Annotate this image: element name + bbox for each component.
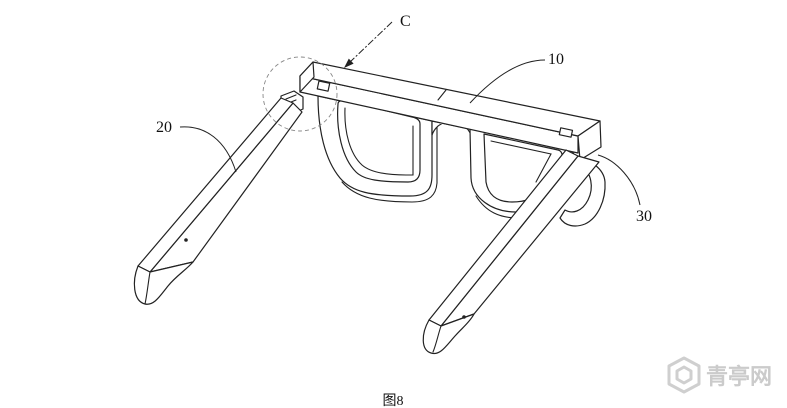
detail-c-arrowhead — [344, 58, 354, 68]
left-lens-hinge-block — [316, 80, 331, 92]
left-temple-tip — [133, 261, 194, 305]
figure-caption: 图8 — [383, 394, 404, 408]
right-lens-opening-depth-line — [490, 140, 552, 183]
right-temple-dot — [462, 315, 466, 319]
left-temple-tip-edge — [144, 271, 151, 305]
watermark-text: 青亭网 — [706, 364, 772, 390]
ref-10-label: 10 — [548, 51, 564, 68]
left-lens-opening-depth-line — [344, 107, 414, 176]
right-hinge-block — [558, 127, 574, 138]
detail-c-circle — [262, 56, 338, 132]
detail-c-label: C — [400, 13, 411, 30]
left-lens-frame-bottom-thickness — [341, 123, 438, 203]
front-bar-left-end-face — [299, 61, 315, 93]
detail-c-leader — [348, 21, 393, 64]
ref-20-leader — [179, 126, 237, 173]
watermark-inner-hexagon-icon — [675, 365, 693, 385]
left-temple-side-face — [149, 102, 303, 273]
right-temple-tip-edge — [432, 325, 442, 353]
watermark-hexagon-icon — [667, 356, 701, 394]
ref-30-label: 30 — [636, 208, 652, 225]
right-frame-rear-piece — [559, 155, 606, 227]
front-bar-center-mark — [437, 89, 447, 101]
watermark-logo: 青亭网 — [667, 356, 772, 394]
left-temple-dot — [184, 238, 188, 242]
ref-10-leader — [469, 59, 546, 104]
ref-30-leader — [597, 154, 641, 206]
ref-20-label: 20 — [156, 119, 172, 136]
